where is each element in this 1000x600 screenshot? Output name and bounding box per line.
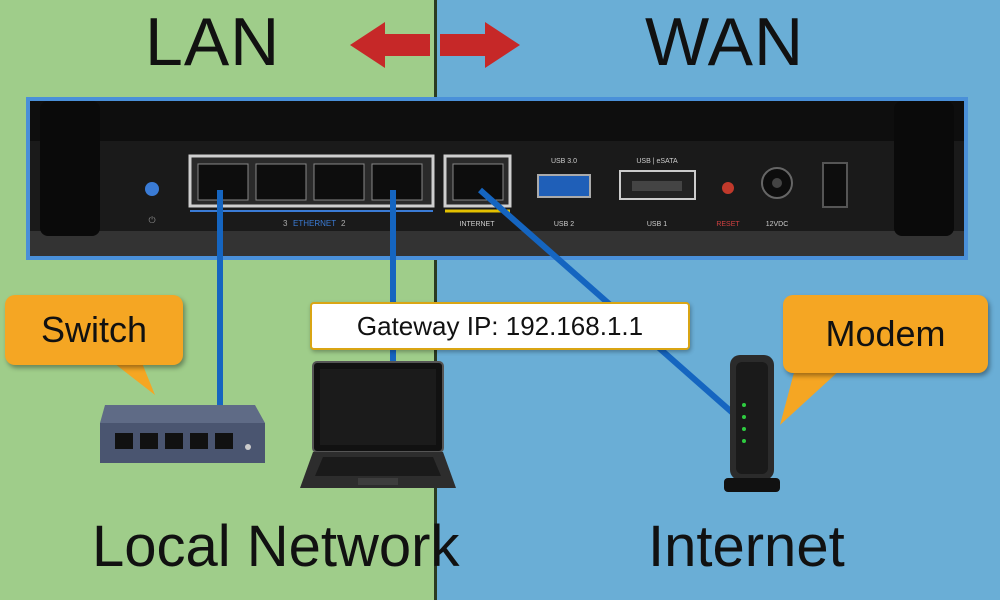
local-network-label: Local Network — [92, 514, 460, 579]
switch-icon — [100, 405, 265, 463]
reset-label: RESET — [716, 221, 740, 228]
modem-icon — [724, 355, 780, 492]
usb-3-label: USB 3.0 — [551, 158, 577, 165]
lan-wan-divider — [434, 0, 437, 600]
modem-callout: Modem — [783, 295, 988, 373]
router-back-panel: ⏻ 3 ETHERNET 2 INTERNET USB 3.0 USB 2 US… — [26, 97, 968, 260]
lan-title: LAN — [145, 4, 281, 80]
ethernet-group-label-3: 3 — [283, 219, 288, 228]
switch-callout-pointer — [110, 358, 155, 395]
laptop-icon — [300, 361, 456, 488]
power-input-label: 12VDC — [766, 221, 789, 228]
wan-title: WAN — [645, 4, 805, 80]
usb-esata-label: USB | eSATA — [636, 158, 678, 165]
ethernet-group-label-2: 2 — [341, 219, 346, 228]
ethernet-group-label: ETHERNET — [293, 219, 336, 228]
gateway-ip-label: Gateway IP: 192.168.1.1 — [310, 302, 690, 350]
double-arrow-icon — [350, 22, 520, 68]
internet-port-label: INTERNET — [460, 221, 496, 228]
power-symbol-icon: ⏻ — [148, 215, 155, 225]
usb-1-label: USB 1 — [647, 221, 667, 228]
router-icon: ⏻ 3 ETHERNET 2 INTERNET USB 3.0 USB 2 US… — [30, 101, 964, 256]
switch-callout: Switch — [5, 295, 183, 365]
usb-2-label: USB 2 — [554, 221, 574, 228]
internet-label: Internet — [648, 514, 845, 579]
